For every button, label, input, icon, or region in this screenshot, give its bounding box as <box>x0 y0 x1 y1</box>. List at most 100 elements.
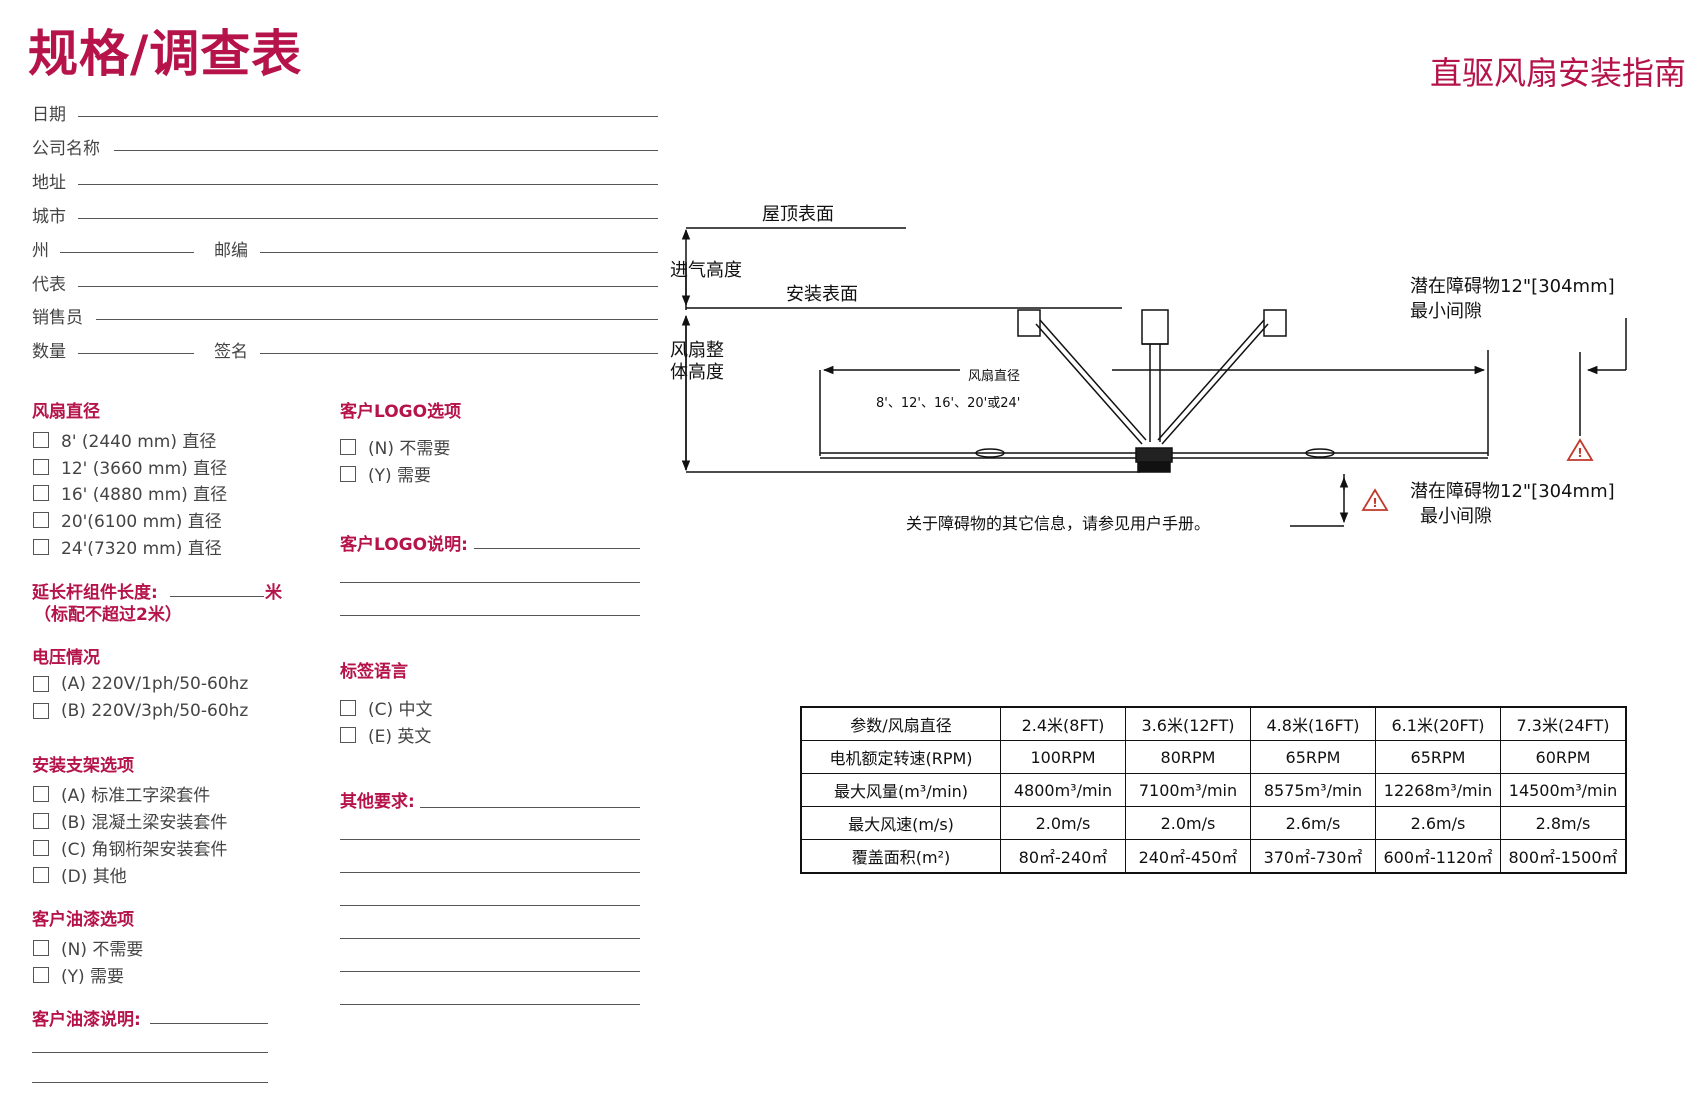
diameter-option-24[interactable]: 24'(7320 mm) 直径 <box>33 534 222 559</box>
voltage-title: 电压情况 <box>32 648 100 668</box>
paint-desc-field-3[interactable] <box>32 1082 268 1083</box>
diameter-option-12[interactable]: 12' (3660 mm) 直径 <box>33 454 227 479</box>
mount-option-b[interactable]: (B) 混凝土梁安装套件 <box>33 808 227 833</box>
other-field[interactable] <box>420 807 640 808</box>
bracket-center <box>1141 309 1169 345</box>
logo-option-n[interactable]: (N) 不需要 <box>340 434 450 459</box>
state-field[interactable] <box>60 252 194 253</box>
roof-surface-label: 屋顶表面 <box>762 204 834 225</box>
checkbox[interactable] <box>33 676 49 692</box>
company-field[interactable] <box>114 150 658 151</box>
warning-icon: ! <box>1566 438 1594 461</box>
language-option-e[interactable]: (E) 英文 <box>340 722 431 747</box>
voltage-option-a[interactable]: (A) 220V/1ph/50-60hz <box>33 674 248 694</box>
checkbox[interactable] <box>33 785 49 802</box>
checkbox[interactable] <box>33 458 49 475</box>
table-header-cell: 7.3米(24FT) <box>1500 706 1627 741</box>
table-cell: 800㎡-1500㎡ <box>1500 839 1627 874</box>
rep-field[interactable] <box>78 286 658 287</box>
paint-desc-field-2[interactable] <box>32 1052 268 1053</box>
table-header-cell: 4.8米(16FT) <box>1250 706 1376 741</box>
address-label: 地址 <box>32 173 66 193</box>
checkbox[interactable] <box>340 438 356 455</box>
logo-desc-field-3[interactable] <box>340 615 640 616</box>
checkbox[interactable] <box>33 511 49 528</box>
obstruction-note: 关于障碍物的其它信息，请参见用户手册。 <box>906 514 1211 533</box>
page-title: 规格/调查表 <box>28 25 303 83</box>
table-cell: 电机额定转速(RPM) <box>800 740 1001 774</box>
language-title: 标签语言 <box>340 662 408 682</box>
checkbox[interactable] <box>33 966 49 983</box>
city-field[interactable] <box>78 218 658 219</box>
table-cell: 65RPM <box>1375 740 1501 774</box>
table-cell: 80RPM <box>1125 740 1251 774</box>
clearance-bottom-label-1: 潜在障碍物12"[304mm] <box>1410 481 1615 502</box>
svg-text:!: ! <box>1577 446 1582 460</box>
date-field[interactable] <box>78 116 658 117</box>
clearance-top-label-2: 最小间隙 <box>1410 301 1482 322</box>
table-cell: 370㎡-730㎡ <box>1250 839 1376 874</box>
other-field-4[interactable] <box>340 905 640 906</box>
logo-option-y[interactable]: (Y) 需要 <box>340 461 431 486</box>
paint-option-y[interactable]: (Y) 需要 <box>33 962 124 987</box>
checkbox[interactable] <box>33 484 49 501</box>
extension-label: 延长杆组件长度: <box>32 583 158 603</box>
other-field-2[interactable] <box>340 839 640 840</box>
other-field-3[interactable] <box>340 872 640 873</box>
fan-diameter-sizes: 8'、12'、16'、20'或24' <box>876 396 1021 411</box>
mount-title: 安装支架选项 <box>32 756 134 776</box>
checkbox[interactable] <box>33 866 49 883</box>
checkbox[interactable] <box>33 812 49 829</box>
paint-desc-field[interactable] <box>150 1023 268 1024</box>
checkbox[interactable] <box>340 699 356 716</box>
other-field-7[interactable] <box>340 1004 640 1005</box>
table-cell: 2.0m/s <box>1000 806 1126 840</box>
mount-option-c[interactable]: (C) 角钢桁架安装套件 <box>33 835 228 860</box>
fan-diameter-label: 风扇直径 <box>968 369 1021 384</box>
table-header-row: 参数/风扇直径 2.4米(8FT) 3.6米(12FT) 4.8米(16FT) … <box>800 706 1627 741</box>
diameter-option-20[interactable]: 20'(6100 mm) 直径 <box>33 507 222 532</box>
clearance-top-label-1: 潜在障碍物12"[304mm] <box>1410 276 1615 297</box>
checkbox[interactable] <box>33 939 49 956</box>
table-cell: 65RPM <box>1250 740 1376 774</box>
spec-table: 参数/风扇直径 2.4米(8FT) 3.6米(12FT) 4.8米(16FT) … <box>800 706 1627 874</box>
bracket-right <box>1263 309 1287 337</box>
voltage-option-b[interactable]: (B) 220V/3ph/50-60hz <box>33 701 248 721</box>
checkbox[interactable] <box>340 726 356 743</box>
table-cell: 240㎡-450㎡ <box>1125 839 1251 874</box>
table-header-cell: 3.6米(12FT) <box>1125 706 1251 741</box>
mount-option-a[interactable]: (A) 标准工字梁套件 <box>33 781 210 806</box>
zip-label: 邮编 <box>214 241 248 261</box>
paint-option-n[interactable]: (N) 不需要 <box>33 935 143 960</box>
sign-field[interactable] <box>260 353 658 354</box>
table-cell: 4800m³/min <box>1000 773 1126 807</box>
checkbox[interactable] <box>340 465 356 482</box>
logo-desc-field[interactable] <box>474 548 640 549</box>
logo-desc-field-2[interactable] <box>340 582 640 583</box>
table-cell: 最大风量(m³/min) <box>800 773 1001 807</box>
table-cell: 最大风速(m/s) <box>800 806 1001 840</box>
table-cell: 2.6m/s <box>1375 806 1501 840</box>
mount-surface-label: 安装表面 <box>786 284 858 305</box>
other-field-6[interactable] <box>340 971 640 972</box>
diameter-option-16[interactable]: 16' (4880 mm) 直径 <box>33 480 227 505</box>
checkbox[interactable] <box>33 703 49 719</box>
address-field[interactable] <box>78 184 658 185</box>
sales-label: 销售员 <box>32 308 83 328</box>
page-subtitle: 直驱风扇安装指南 <box>1429 54 1686 92</box>
sales-field[interactable] <box>96 319 658 320</box>
checkbox[interactable] <box>33 839 49 856</box>
table-row: 覆盖面积(m²) 80㎡-240㎡ 240㎡-450㎡ 370㎡-730㎡ 60… <box>800 839 1627 874</box>
extension-field[interactable] <box>170 596 264 597</box>
qty-field[interactable] <box>78 353 194 354</box>
language-option-c[interactable]: (C) 中文 <box>340 695 433 720</box>
table-cell: 2.6m/s <box>1250 806 1376 840</box>
zip-field[interactable] <box>260 252 658 253</box>
checkbox[interactable] <box>33 431 49 448</box>
company-label: 公司名称 <box>32 139 100 159</box>
other-field-5[interactable] <box>340 938 640 939</box>
paint-desc-label: 客户油漆说明: <box>32 1010 141 1030</box>
mount-option-d[interactable]: (D) 其他 <box>33 862 127 887</box>
checkbox[interactable] <box>33 538 49 555</box>
diameter-option-8[interactable]: 8' (2440 mm) 直径 <box>33 427 216 452</box>
